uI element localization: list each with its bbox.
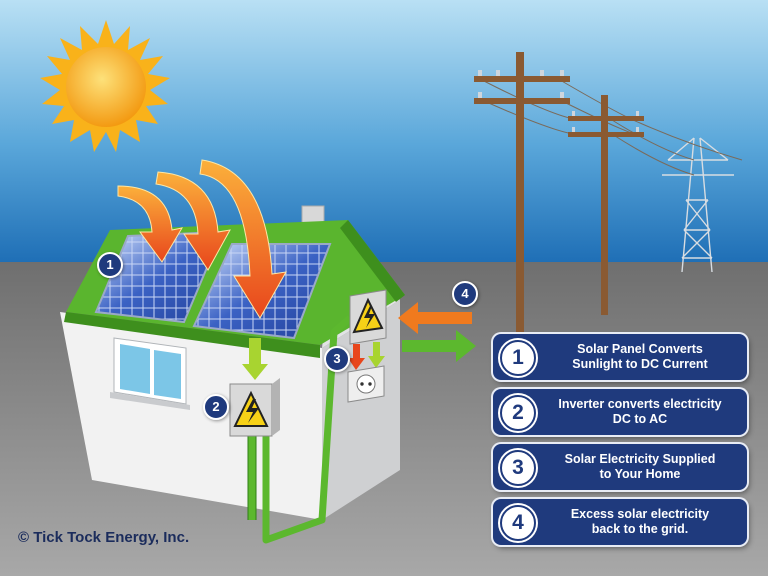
sun-icon <box>40 20 170 152</box>
legend-text: Inverter converts electricity DC to AC <box>558 397 722 426</box>
inverter-icon <box>229 378 280 437</box>
sunlight-arrows <box>117 159 287 319</box>
solar-panel-icon <box>94 230 224 324</box>
wiring <box>248 315 353 544</box>
outlet-icon <box>347 365 385 403</box>
legend-number: 1 <box>500 340 536 376</box>
legend-text: Solar Panel Converts Sunlight to DC Curr… <box>572 342 708 371</box>
panel-badge: 1 <box>97 252 123 278</box>
utility-pole-icon <box>474 52 570 337</box>
legend-item-4: 4 Excess solar electricity back to the g… <box>493 499 747 545</box>
legend-item-2: 2 Inverter converts electricity DC to AC <box>493 389 747 435</box>
outlet-badge: 3 <box>324 346 350 372</box>
legend-text: Excess solar electricity back to the gri… <box>570 507 710 536</box>
window <box>110 337 190 410</box>
legend-number: 4 <box>500 505 536 541</box>
legend-item-1: 1 Solar Panel Converts Sunlight to DC Cu… <box>493 334 747 380</box>
grid-arrow-out <box>402 330 476 362</box>
legend-item-3: 3 Solar Electricity Supplied to Your Hom… <box>493 444 747 490</box>
supply-arrows <box>348 342 385 370</box>
legend-number: 3 <box>500 450 536 486</box>
inverter-badge: 2 <box>203 394 229 420</box>
copyright-text: © Tick Tock Energy, Inc. <box>18 529 190 546</box>
utility-pole-icon <box>568 95 644 315</box>
legend-number: 2 <box>500 395 536 431</box>
wiring-outline <box>247 435 257 520</box>
meter-icon <box>349 289 387 345</box>
transmission-tower-icon <box>662 137 734 273</box>
legend-text: Solar Electricity Supplied to Your Home <box>564 452 716 481</box>
grid-badge: 4 <box>452 281 478 307</box>
dc-arrow <box>242 338 268 380</box>
grid-arrow-in <box>398 302 472 334</box>
